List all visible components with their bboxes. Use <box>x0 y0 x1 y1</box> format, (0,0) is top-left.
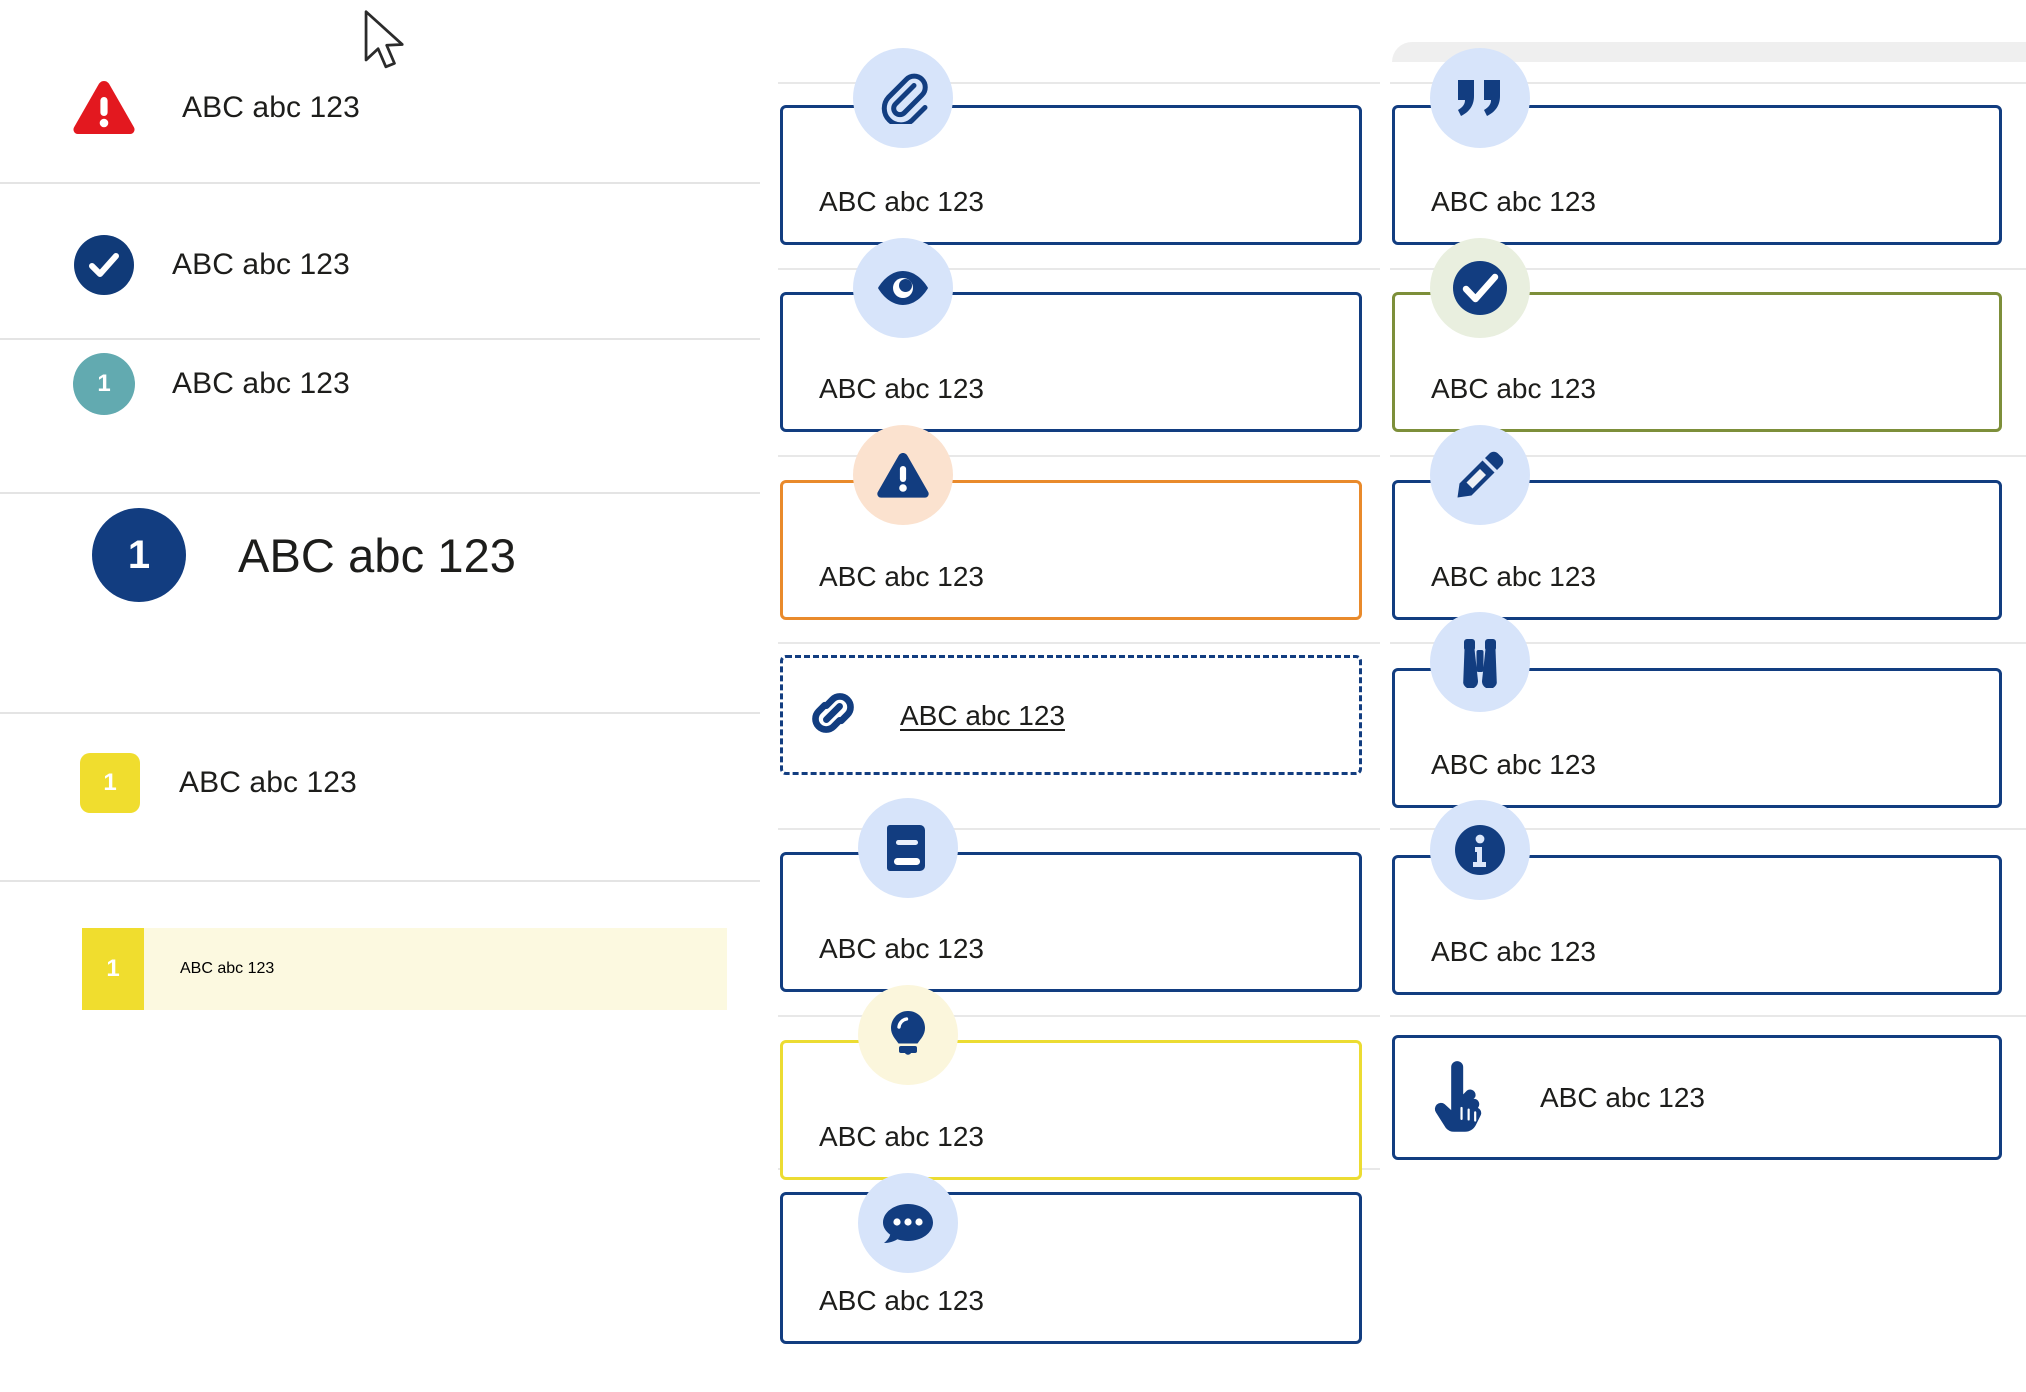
divider <box>778 268 1380 270</box>
divider <box>778 642 1380 644</box>
card-binoculars[interactable]: ABC abc 123 <box>1392 668 2002 808</box>
lightbulb-icon <box>858 985 958 1085</box>
list-item-label: ABC abc 123 <box>172 367 350 400</box>
link-chain-icon <box>802 682 864 744</box>
card-label: ABC abc 123 <box>819 186 984 217</box>
card-label: ABC abc 123 <box>819 561 984 592</box>
mouse-pointer-icon <box>362 10 408 72</box>
card-label: ABC abc 123 <box>1431 936 1596 967</box>
list-item-label: ABC abc 123 <box>179 766 357 799</box>
list-item[interactable]: 1 ABC abc 123 <box>80 723 357 843</box>
number-circle-navy-large-icon: 1 <box>92 508 186 602</box>
divider <box>1390 642 2026 644</box>
card-label: ABC abc 123 <box>1431 186 1596 217</box>
divider <box>1390 268 2026 270</box>
divider <box>0 492 760 494</box>
quote-marks-icon <box>1430 48 1530 148</box>
list-item[interactable]: 1 ABC abc 123 <box>73 324 350 444</box>
card-hand-pointer-label: ABC abc 123 <box>1540 1082 1705 1113</box>
badge-number: 1 <box>106 955 120 982</box>
divider <box>778 828 1380 830</box>
check-circle-icon <box>1430 238 1530 338</box>
list-item[interactable]: ABC abc 123 <box>72 48 360 168</box>
list-item[interactable]: ABC abc 123 <box>74 205 350 325</box>
number-circle-teal-icon: 1 <box>73 353 135 415</box>
hand-pointer-icon <box>1432 1060 1490 1132</box>
eye-icon <box>853 238 953 338</box>
pencil-edit-icon <box>1430 425 1530 525</box>
card-label: ABC abc 123 <box>1431 373 1596 404</box>
list-item-label: ABC abc 123 <box>172 248 350 281</box>
list-item-label: ABC abc 123 <box>182 91 360 124</box>
divider <box>778 455 1380 457</box>
check-circle-navy-icon <box>74 235 134 295</box>
divider <box>1390 455 2026 457</box>
badge-number: 1 <box>103 769 117 796</box>
divider <box>778 82 1380 84</box>
list-item-label: ABC abc 123 <box>238 528 517 582</box>
divider <box>1390 828 2026 830</box>
card-link-label[interactable]: ABC abc 123 <box>900 700 1065 731</box>
divider <box>1390 82 2026 84</box>
warning-triangle-red-icon <box>72 79 136 137</box>
list-item-label: ABC abc 123 <box>180 960 275 977</box>
left-panel: ABC abc 123 ABC abc 123 1 ABC abc 123 1 … <box>0 0 760 1392</box>
tab-remnant <box>1392 42 2026 62</box>
divider <box>0 712 760 714</box>
card-label: ABC abc 123 <box>819 933 984 964</box>
speech-bubble-icon <box>858 1173 958 1273</box>
divider <box>0 880 760 882</box>
badge-number: 1 <box>127 532 151 577</box>
list-item-selected[interactable]: 1 ABC abc 123 <box>82 928 727 1010</box>
binoculars-icon <box>1430 612 1530 712</box>
card-link[interactable] <box>780 655 1362 775</box>
divider <box>1390 1015 2026 1017</box>
paperclip-icon <box>853 48 953 148</box>
list-item[interactable]: 1 ABC abc 123 <box>92 475 516 635</box>
card-label: ABC abc 123 <box>819 1285 984 1316</box>
book-icon <box>858 798 958 898</box>
number-square-yellow-highlight-icon: 1 <box>82 928 144 1010</box>
card-label: ABC abc 123 <box>1431 749 1596 780</box>
divider <box>0 338 760 340</box>
info-circle-icon <box>1430 800 1530 900</box>
number-square-yellow-icon: 1 <box>80 753 140 813</box>
card-hand-pointer[interactable] <box>1392 1035 2002 1160</box>
card-label: ABC abc 123 <box>819 373 984 404</box>
badge-number: 1 <box>97 370 111 397</box>
warning-alert-icon <box>853 425 953 525</box>
divider <box>778 1015 1380 1017</box>
card-label: ABC abc 123 <box>819 1121 984 1152</box>
card-label: ABC abc 123 <box>1431 561 1596 592</box>
divider <box>0 182 760 184</box>
card-info[interactable]: ABC abc 123 <box>1392 855 2002 995</box>
